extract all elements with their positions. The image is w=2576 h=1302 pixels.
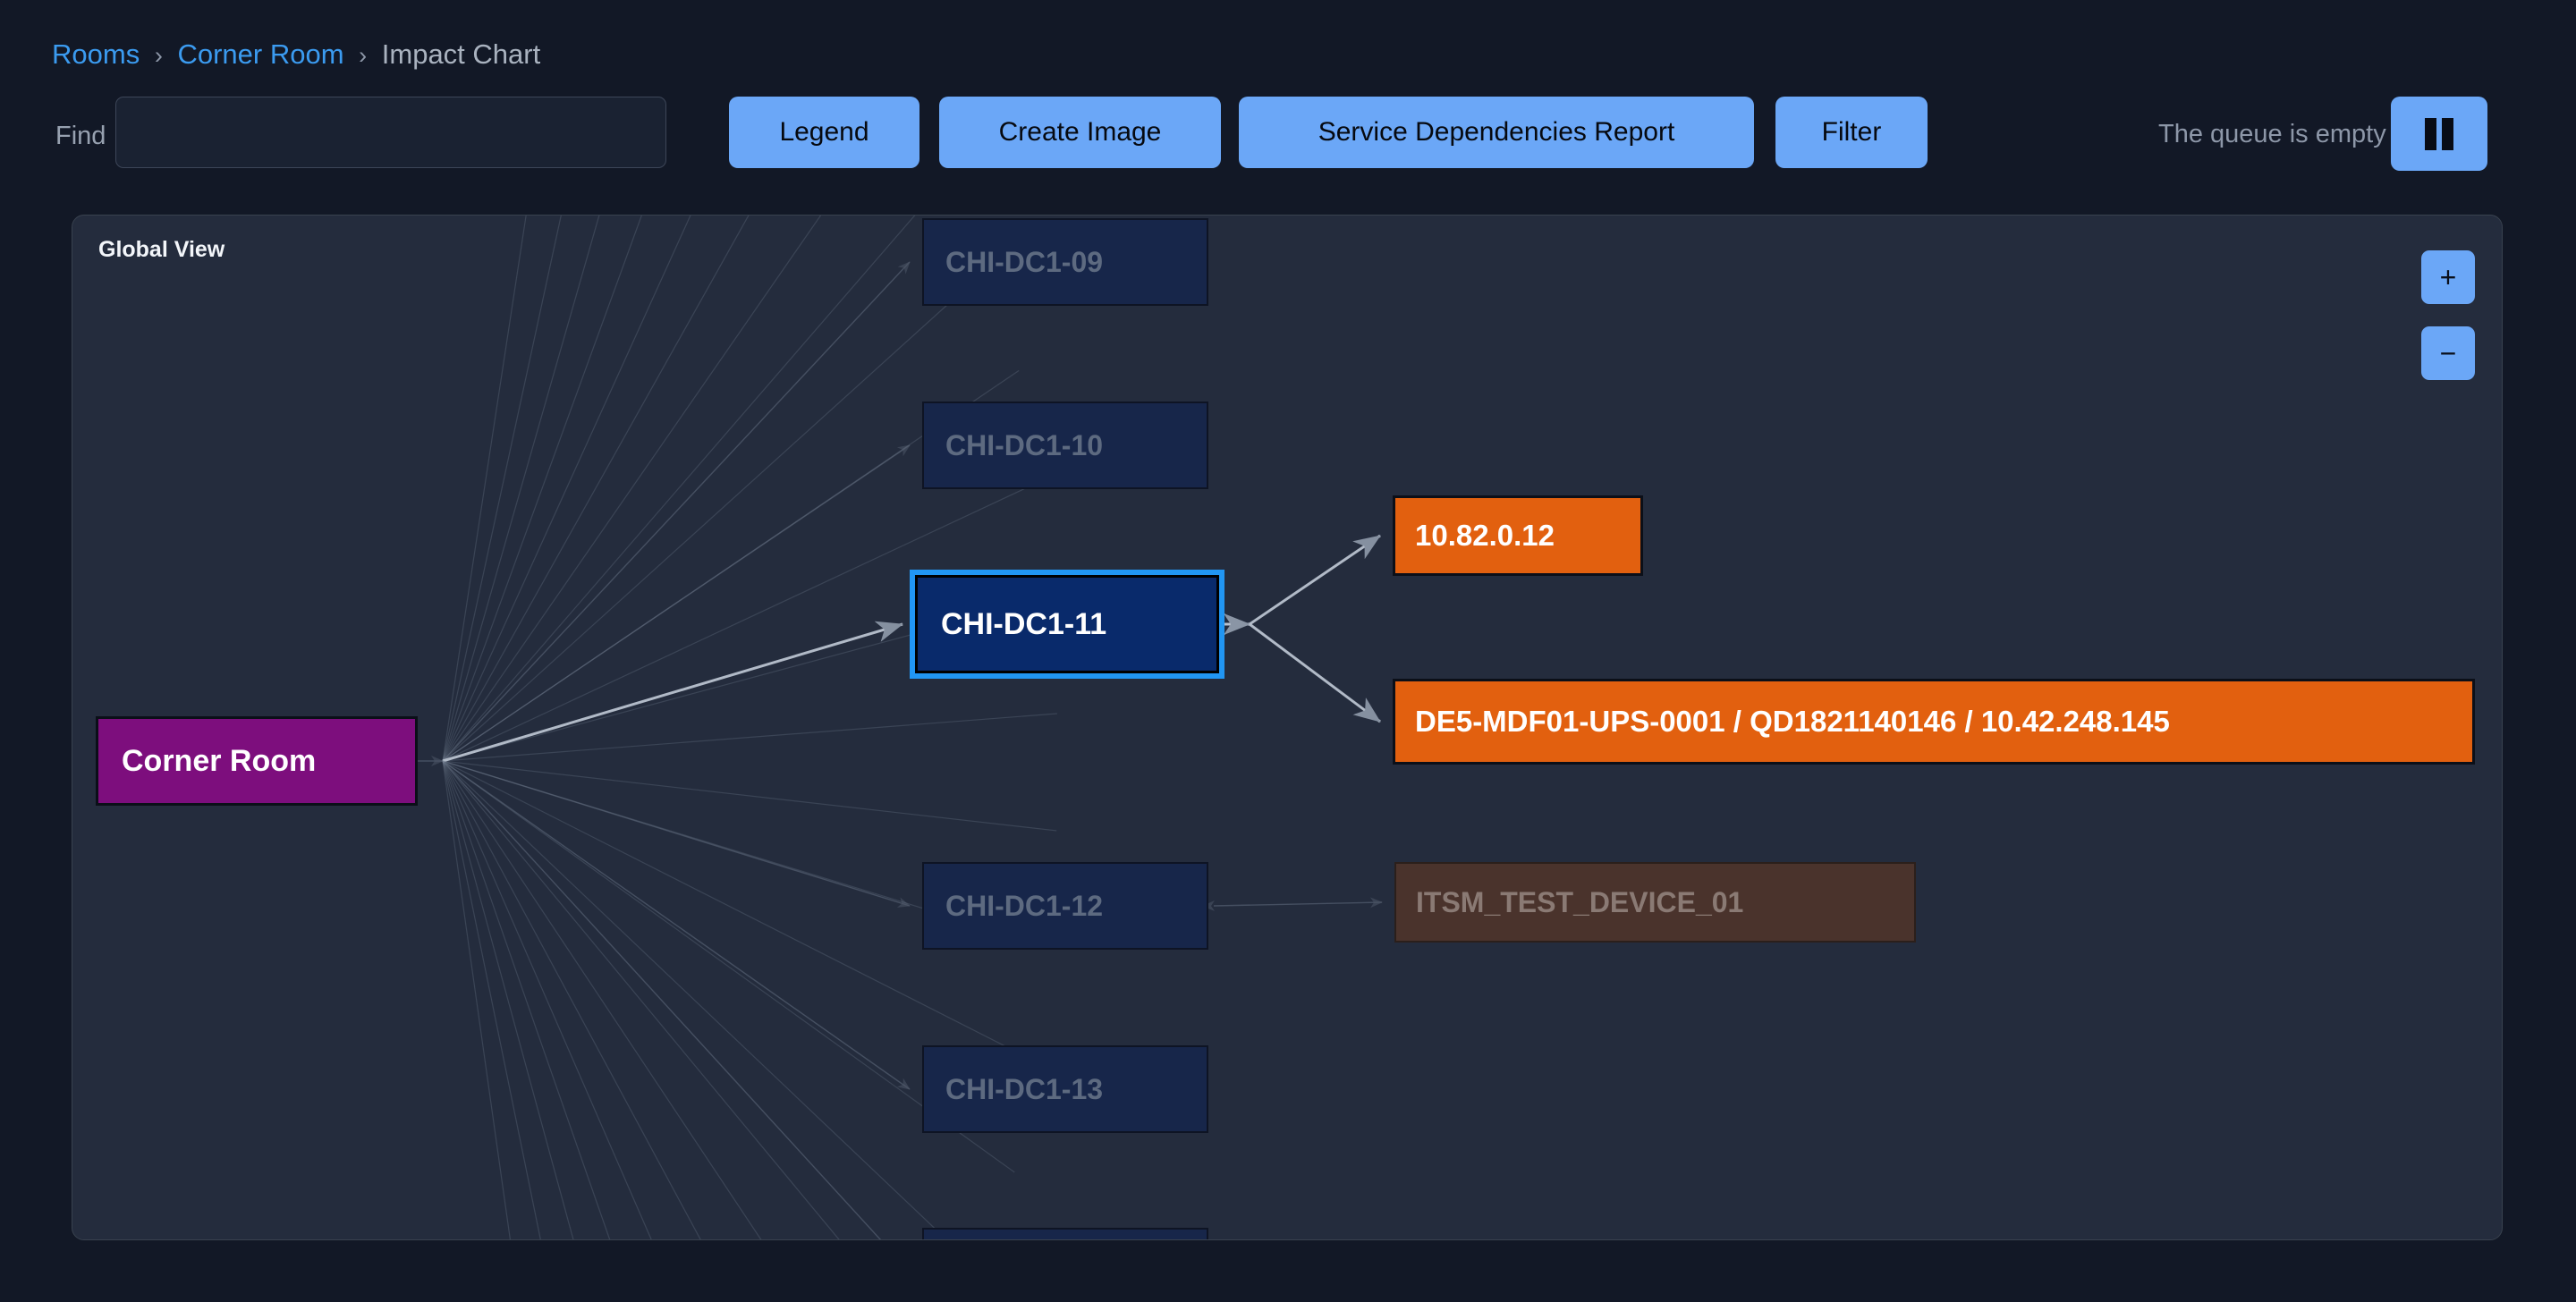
graph-edge-sibling [442, 760, 701, 1239]
toolbar: Find Legend Create Image Service Depende… [0, 97, 2576, 172]
graph-edge-sibling [442, 760, 511, 1239]
graph-node-ups-de5[interactable]: DE5-MDF01-UPS-0001 / QD1821140146 / 10.4… [1393, 679, 2475, 765]
find-label: Find [55, 122, 106, 150]
graph-node-label: CHI-DC1-09 [945, 245, 1104, 278]
graph-node-ip-10-82-0-12[interactable]: 10.82.0.12 [1393, 495, 1643, 576]
graph-edge-sibling [442, 760, 947, 1239]
graph-edge-sibling [442, 760, 611, 1239]
pause-icon [2442, 117, 2453, 150]
graph-node-label: 10.82.0.12 [1415, 519, 1555, 552]
graph-edge-sibling [442, 216, 822, 762]
graph-node-corner-room[interactable]: Corner Room [96, 716, 418, 806]
graph-edge-corner-room-to-chi-dc1-13 [442, 760, 911, 1090]
graph-edge-sibling [442, 216, 600, 762]
service-dependencies-report-button[interactable]: Service Dependencies Report [1239, 97, 1754, 168]
graph-node-chi-dc1-11[interactable]: CHI-DC1-11 [910, 570, 1224, 679]
graph-edge-sibling [442, 481, 1039, 762]
graph-edge-corner-room-to-chi-dc1-14 [442, 760, 882, 1239]
pause-queue-button[interactable] [2391, 97, 2487, 171]
graph-edge-corner-room-to-chi-dc1-12 [442, 760, 911, 908]
search-input[interactable] [115, 97, 666, 168]
breadcrumb-separator: › [359, 42, 368, 69]
graph-edge-chi-dc1-11-to-ups-de5 [1249, 622, 1381, 723]
queue-status-text: The queue is empty [2158, 120, 2386, 148]
graph-edge-sibling [442, 760, 541, 1239]
graph-node-chi-dc1-14[interactable] [922, 1228, 1208, 1239]
legend-button[interactable]: Legend [729, 97, 919, 168]
breadcrumb-separator: › [154, 42, 163, 69]
graph-edge-sibling [442, 216, 642, 762]
graph-edge-sibling [442, 760, 652, 1239]
graph-node-chi-dc1-13[interactable]: CHI-DC1-13 [922, 1045, 1208, 1133]
graph-edge-sibling [442, 760, 1015, 1173]
zoom-in-button[interactable]: + [2421, 250, 2475, 304]
graph-edge-sibling [442, 216, 562, 762]
graph-edge-chi-dc1-12-to-itsm-test [1202, 897, 1383, 911]
graph-node-label: CHI-DC1-13 [945, 1072, 1104, 1105]
graph-edge-sibling [442, 760, 1057, 832]
graph-edge-sibling [442, 216, 750, 762]
breadcrumb-item-impact-chart: Impact Chart [381, 38, 541, 70]
breadcrumb-item-corner-room[interactable]: Corner Room [177, 38, 344, 70]
graph-node-chi-dc1-09[interactable]: CHI-DC1-09 [922, 218, 1208, 306]
graph-node-label: ITSM_TEST_DEVICE_01 [1416, 885, 1744, 918]
create-image-button[interactable]: Create Image [939, 97, 1221, 168]
graph-edge-sibling [442, 760, 1036, 1062]
graph-node-label: CHI-DC1-10 [945, 428, 1104, 461]
graph-edge-chi-dc1-11-to-ip-10-82-0-12 [1249, 534, 1381, 626]
global-view-label: Global View [98, 237, 225, 262]
graph-edge-sibling [442, 760, 762, 1239]
pause-icon [2425, 117, 2436, 150]
graph-node-chi-dc1-10[interactable]: CHI-DC1-10 [922, 402, 1208, 489]
graph-edge-corner-room-to-chi-dc1-09 [442, 261, 911, 762]
graph-node-chi-dc1-12[interactable]: CHI-DC1-12 [922, 862, 1208, 950]
graph-node-label: CHI-DC1-12 [945, 889, 1104, 922]
graph-node-itsm-test[interactable]: ITSM_TEST_DEVICE_01 [1394, 862, 1916, 943]
graph-node-label: DE5-MDF01-UPS-0001 / QD1821140146 / 10.4… [1415, 705, 2170, 738]
graph-node-label: CHI-DC1-11 [941, 606, 1107, 641]
breadcrumb-item-rooms[interactable]: Rooms [52, 38, 140, 70]
graph-edge-sibling [442, 216, 916, 762]
graph-edge-sibling [442, 262, 994, 762]
graph-edge-sibling [442, 216, 527, 762]
zoom-out-button[interactable]: − [2421, 326, 2475, 380]
breadcrumb: Rooms › Corner Room › Impact Chart [52, 38, 540, 72]
graph-edge-corner-room-to-chi-dc1-10 [442, 444, 911, 762]
graph-edge-sibling [442, 760, 574, 1239]
graph-node-label: Corner Room [122, 743, 317, 778]
graph-edge-sibling [442, 760, 840, 1239]
graph-edge-sibling [442, 216, 691, 762]
graph-edge-sibling [442, 713, 1057, 762]
graph-edge-corner-room-to-chi-dc1-11 [442, 621, 903, 763]
filter-button[interactable]: Filter [1775, 97, 1928, 168]
